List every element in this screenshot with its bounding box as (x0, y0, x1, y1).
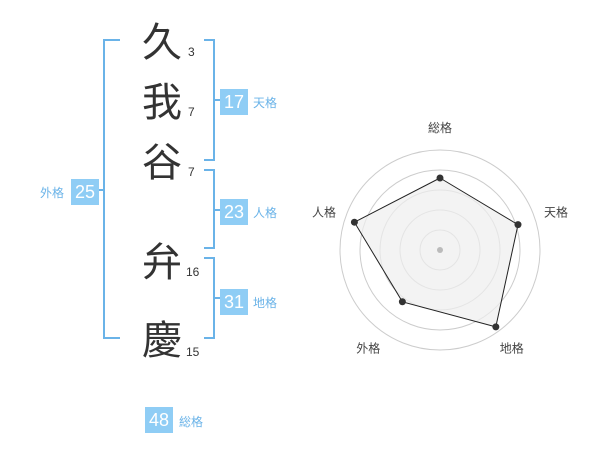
name-char-5: 慶 (142, 318, 182, 364)
radar-grid-ring-1 (339, 149, 541, 351)
stroke-count-1: 3 (188, 45, 195, 59)
radar-center-dot (437, 247, 443, 253)
radar-point-2 (514, 221, 522, 229)
chikaku-bracket (204, 257, 221, 339)
tenkaku-bracket (204, 39, 221, 161)
stroke-count-4: 16 (186, 265, 200, 279)
soukaku-value: 48 (145, 407, 173, 433)
radar-point-4 (398, 298, 406, 306)
radar-grid-ring-2 (359, 169, 521, 331)
stroke-count-3: 7 (188, 165, 195, 179)
jinkaku-value: 23 (220, 199, 248, 225)
radar-axis-label-2: 天格 (544, 204, 568, 219)
name-char-3: 谷 (142, 140, 182, 186)
chikaku-label: 地格 (253, 296, 278, 310)
radar-axis-label-4: 外格 (356, 341, 380, 356)
tenkaku-value: 17 (220, 89, 248, 115)
name-char-1: 久 (142, 20, 182, 66)
gaikaku-label: 外格 (40, 186, 65, 200)
chikaku-value: 31 (220, 289, 248, 315)
radar-point-1 (436, 174, 444, 182)
tenkaku-label: 天格 (253, 96, 278, 110)
jinkaku-label: 人格 (253, 206, 278, 220)
radar-axis-label-1: 総格 (428, 120, 452, 135)
radar-point-3 (492, 323, 500, 331)
stroke-count-2: 7 (188, 105, 195, 119)
stroke-count-5: 15 (186, 345, 200, 359)
radar-series-area (353, 177, 519, 328)
gaikaku-value: 25 (71, 179, 99, 205)
radar-axis-label-3: 地格 (500, 341, 524, 356)
name-char-2: 我 (142, 80, 182, 126)
jinkaku-bracket (204, 169, 221, 249)
radar-axis-label-5: 人格 (312, 204, 336, 219)
radar-point-5 (350, 218, 358, 226)
name-char-4: 弁 (142, 240, 182, 286)
soukaku-label: 総格 (179, 415, 204, 429)
